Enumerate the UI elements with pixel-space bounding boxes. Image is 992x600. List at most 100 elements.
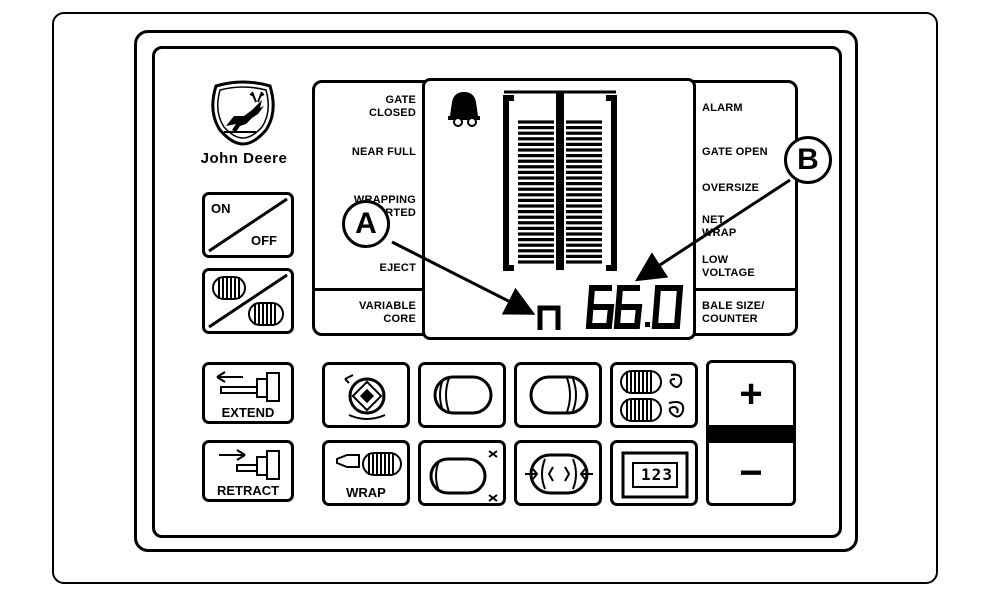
gauge-segment xyxy=(566,193,602,197)
gauge-segment xyxy=(566,170,602,174)
minus-button[interactable]: − xyxy=(739,450,763,495)
gauge-segment xyxy=(518,159,554,163)
bale-size-gauge xyxy=(500,84,620,274)
bale-density-button[interactable] xyxy=(610,362,698,428)
retract-label: RETRACT xyxy=(216,483,280,498)
gauge-segment xyxy=(518,187,554,191)
gauge-segment xyxy=(518,165,554,169)
gauge-segment xyxy=(566,165,602,169)
label-alarm: ALARM xyxy=(702,102,743,114)
gauge-segment xyxy=(566,142,602,146)
monitor-bezel xyxy=(134,30,858,552)
callout-b: B xyxy=(784,136,832,184)
gauge-segment xyxy=(518,198,554,202)
gauge-segment xyxy=(518,215,554,219)
counter-button[interactable]: 123 xyxy=(610,440,698,506)
gauge-segment xyxy=(566,120,602,124)
mode-indicator xyxy=(536,302,562,332)
gauge-segment xyxy=(566,215,602,219)
bale-mode-button[interactable] xyxy=(202,268,294,334)
gauge-segment xyxy=(566,204,602,208)
bale-size-adjust-button[interactable] xyxy=(418,440,506,506)
gauge-segment xyxy=(518,154,554,158)
gauge-segment xyxy=(566,221,602,225)
gauge-segment xyxy=(518,193,554,197)
label-near-full: NEAR FULL xyxy=(351,146,416,158)
gauge-segment xyxy=(518,249,554,253)
counter-icon-text: 123 xyxy=(641,465,673,484)
label-eject: EJECT xyxy=(379,262,416,274)
gauge-segment xyxy=(566,159,602,163)
gauge-segment xyxy=(566,148,602,152)
gauge-segment xyxy=(566,187,602,191)
bale-change-icon xyxy=(208,273,288,329)
gauge-segment xyxy=(518,182,554,186)
gauge-segment xyxy=(518,221,554,225)
bale-compress-icon xyxy=(525,453,593,495)
bale-density-icon xyxy=(620,370,685,422)
counter-icon xyxy=(621,451,689,499)
gauge-segment xyxy=(566,260,602,264)
gauge-segment xyxy=(566,243,602,247)
wrap-label: WRAP xyxy=(346,485,386,500)
extend-cylinder-icon xyxy=(216,371,280,402)
on-off-switch-icon xyxy=(208,197,288,253)
gauge-segment xyxy=(518,148,554,152)
gauge-segment xyxy=(518,126,554,130)
gauge-segment xyxy=(566,210,602,214)
bale-core-button[interactable] xyxy=(418,362,506,428)
gauge-segment xyxy=(518,204,554,208)
retract-cylinder-icon xyxy=(219,449,280,480)
gauge-segment xyxy=(518,243,554,247)
gauge-segment xyxy=(518,232,554,236)
retract-button[interactable]: RETRACT xyxy=(202,440,294,502)
gauge-segment xyxy=(518,260,554,264)
extend-button[interactable]: EXTEND xyxy=(202,362,294,424)
power-button[interactable]: ON OFF xyxy=(202,192,294,258)
gauge-segment xyxy=(566,126,602,130)
gauge-segment xyxy=(518,137,554,141)
gauge-segment xyxy=(566,176,602,180)
power-off-label: OFF xyxy=(251,233,277,248)
gauge-segment xyxy=(518,238,554,242)
gauge-segment xyxy=(518,170,554,174)
label-oversize: OVERSIZE xyxy=(702,182,760,194)
gauge-segment xyxy=(518,142,554,146)
gauge-segment xyxy=(518,254,554,258)
monitor-housing xyxy=(52,12,938,584)
wrap-roller-icon xyxy=(344,374,386,420)
gauge-segment xyxy=(566,137,602,141)
bale-core-icon xyxy=(433,375,493,415)
gauge-segment xyxy=(518,176,554,180)
gauge-segment xyxy=(518,131,554,135)
monitor-face xyxy=(152,46,842,538)
gauge-segment xyxy=(566,131,602,135)
power-on-label: ON xyxy=(211,201,231,216)
gauge-segment xyxy=(518,226,554,230)
label-bale-size-counter: BALE SIZE/COUNTER xyxy=(702,300,765,325)
bale-soft-core-icon xyxy=(529,375,589,415)
bale-soft-core-button[interactable] xyxy=(514,362,602,428)
plus-button[interactable]: + xyxy=(739,371,763,416)
brand-name: John Deere xyxy=(200,150,288,167)
deer-logo-icon xyxy=(206,80,280,146)
bale-size-adjust-icon xyxy=(429,450,498,502)
gauge-segment xyxy=(566,182,602,186)
wrap-button[interactable]: WRAP xyxy=(322,440,410,506)
bale-size-readout xyxy=(584,282,686,332)
wrap-feed-icon xyxy=(336,452,402,476)
extend-label: EXTEND xyxy=(221,405,275,420)
bale-compress-button[interactable] xyxy=(514,440,602,506)
callout-a: A xyxy=(342,200,390,248)
rocker-divider xyxy=(709,425,793,443)
gauge-segment xyxy=(518,120,554,124)
gauge-segment xyxy=(566,232,602,236)
gauge-segment xyxy=(566,154,602,158)
wrap-roller-button[interactable] xyxy=(322,362,410,428)
gauge-segment xyxy=(566,254,602,258)
